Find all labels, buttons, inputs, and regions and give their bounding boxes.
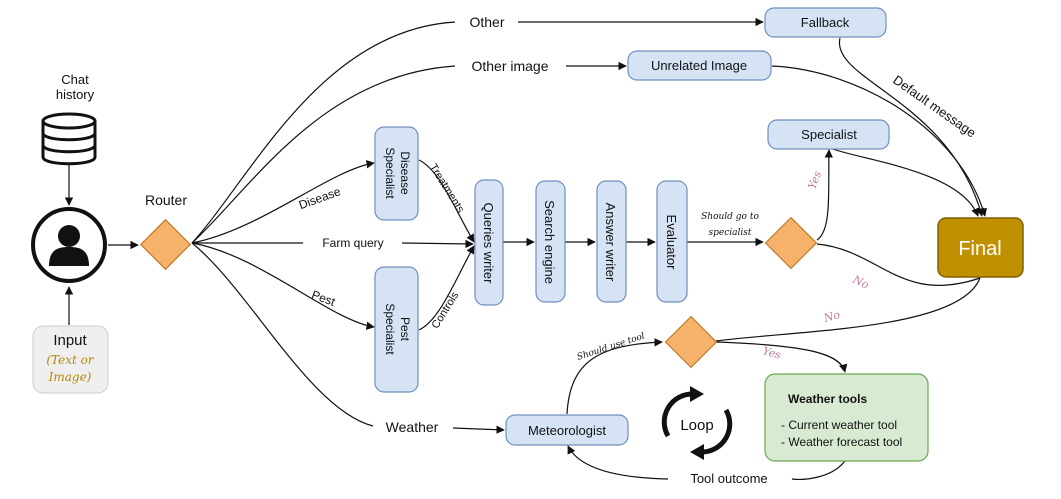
loop-icon: Loop bbox=[661, 386, 733, 460]
label-should-go-to-specialist: Should go to specialist bbox=[701, 212, 759, 238]
label-treatments: Treatments bbox=[427, 162, 467, 216]
label-other-image: Other image bbox=[471, 58, 548, 74]
edge-decision-to-specialist bbox=[816, 149, 834, 241]
label-should-use-tool: Should use tool bbox=[576, 331, 646, 362]
edge-router-to-disease bbox=[191, 160, 375, 244]
weather-tools-node: Weather tools - Current weather tool - W… bbox=[764, 373, 929, 462]
meteorologist-node: Meteorologist bbox=[505, 414, 629, 446]
label-weather: Weather bbox=[386, 419, 439, 435]
label-no-specialist: No bbox=[850, 273, 871, 292]
label-yes-tool: Yes bbox=[761, 344, 783, 361]
pest-specialist-node: Pest Specialist bbox=[374, 266, 419, 393]
label-other: Other bbox=[469, 14, 504, 30]
edge-pest-to-qw bbox=[418, 245, 475, 331]
edge-router-to-other-image bbox=[191, 65, 456, 244]
edge-specialist-to-final bbox=[829, 147, 980, 217]
pest-specialist-line1: Pest bbox=[398, 317, 412, 342]
weather-tools-item: - Weather forecast tool bbox=[781, 435, 902, 449]
disease-specialist-line2: Specialist bbox=[383, 147, 397, 199]
search-engine-node: Search engine bbox=[535, 180, 566, 303]
label-yes-specialist: Yes bbox=[806, 169, 825, 191]
edge-router-to-weather bbox=[191, 242, 374, 427]
search-engine-label: Search engine bbox=[542, 200, 557, 284]
answer-writer-label: Answer writer bbox=[603, 203, 618, 282]
final-node: Final bbox=[937, 217, 1024, 278]
weather-tools-title: Weather tools bbox=[788, 392, 867, 406]
queries-writer-node: Queries writer bbox=[474, 179, 504, 306]
edge-tools-to-outcome bbox=[791, 460, 846, 480]
fallback-label: Fallback bbox=[801, 15, 850, 30]
answer-writer-node: Answer writer bbox=[596, 180, 627, 303]
edge-fallback-to-final bbox=[838, 37, 985, 217]
edge-decision2-to-tools bbox=[715, 341, 848, 373]
edge-weather-to-meteorologist bbox=[452, 425, 505, 434]
specialist-node: Specialist bbox=[767, 119, 890, 150]
label-should-go-line2: specialist bbox=[709, 228, 752, 238]
label-controls: Controls bbox=[430, 289, 462, 331]
edges bbox=[64, 17, 987, 480]
edge-farmquery-to-qw bbox=[401, 239, 474, 249]
specialist-decision-node bbox=[764, 216, 818, 270]
unrelated-image-label: Unrelated Image bbox=[651, 58, 747, 73]
edge-meteorologist-to-decision2 bbox=[566, 338, 663, 415]
weather-tools-item: - Current weather tool bbox=[781, 418, 897, 432]
input-label: Input bbox=[53, 332, 87, 349]
final-label: Final bbox=[958, 238, 1001, 260]
queries-writer-label: Queries writer bbox=[481, 203, 496, 285]
edge-outcome-to-meteorologist bbox=[567, 445, 669, 480]
pest-specialist-line2: Specialist bbox=[383, 303, 397, 355]
router-label: Router bbox=[145, 192, 187, 208]
label-disease: Disease bbox=[297, 184, 343, 212]
database-icon bbox=[41, 112, 97, 166]
user-node bbox=[31, 207, 107, 283]
specialist-label: Specialist bbox=[801, 127, 857, 142]
label-should-go-line1: Should go to bbox=[701, 212, 759, 222]
edge-final-to-decision2 bbox=[715, 277, 981, 342]
edge-disease-to-qw bbox=[418, 159, 475, 243]
label-farm-query: Farm query bbox=[322, 236, 383, 250]
edge-router-to-pest bbox=[191, 242, 375, 330]
edge-router-to-other bbox=[191, 21, 456, 244]
router-node: Router bbox=[139, 192, 192, 271]
user-icon bbox=[49, 225, 89, 266]
tool-decision-node bbox=[664, 315, 718, 369]
label-tool-outcome: Tool outcome bbox=[690, 471, 767, 486]
evaluator-node: Evaluator bbox=[656, 180, 688, 303]
evaluator-label: Evaluator bbox=[664, 215, 679, 271]
meteorologist-label: Meteorologist bbox=[528, 423, 606, 438]
disease-specialist-line1: Disease bbox=[398, 151, 412, 195]
loop-label: Loop bbox=[680, 417, 713, 434]
label-no-tool: No bbox=[821, 308, 841, 325]
edge-decision-to-final bbox=[816, 243, 981, 287]
disease-specialist-node: Disease Specialist bbox=[374, 126, 419, 221]
unrelated-image-node: Unrelated Image bbox=[627, 50, 772, 81]
edge-unrelated-to-final bbox=[771, 65, 987, 217]
fallback-node: Fallback bbox=[764, 7, 887, 38]
